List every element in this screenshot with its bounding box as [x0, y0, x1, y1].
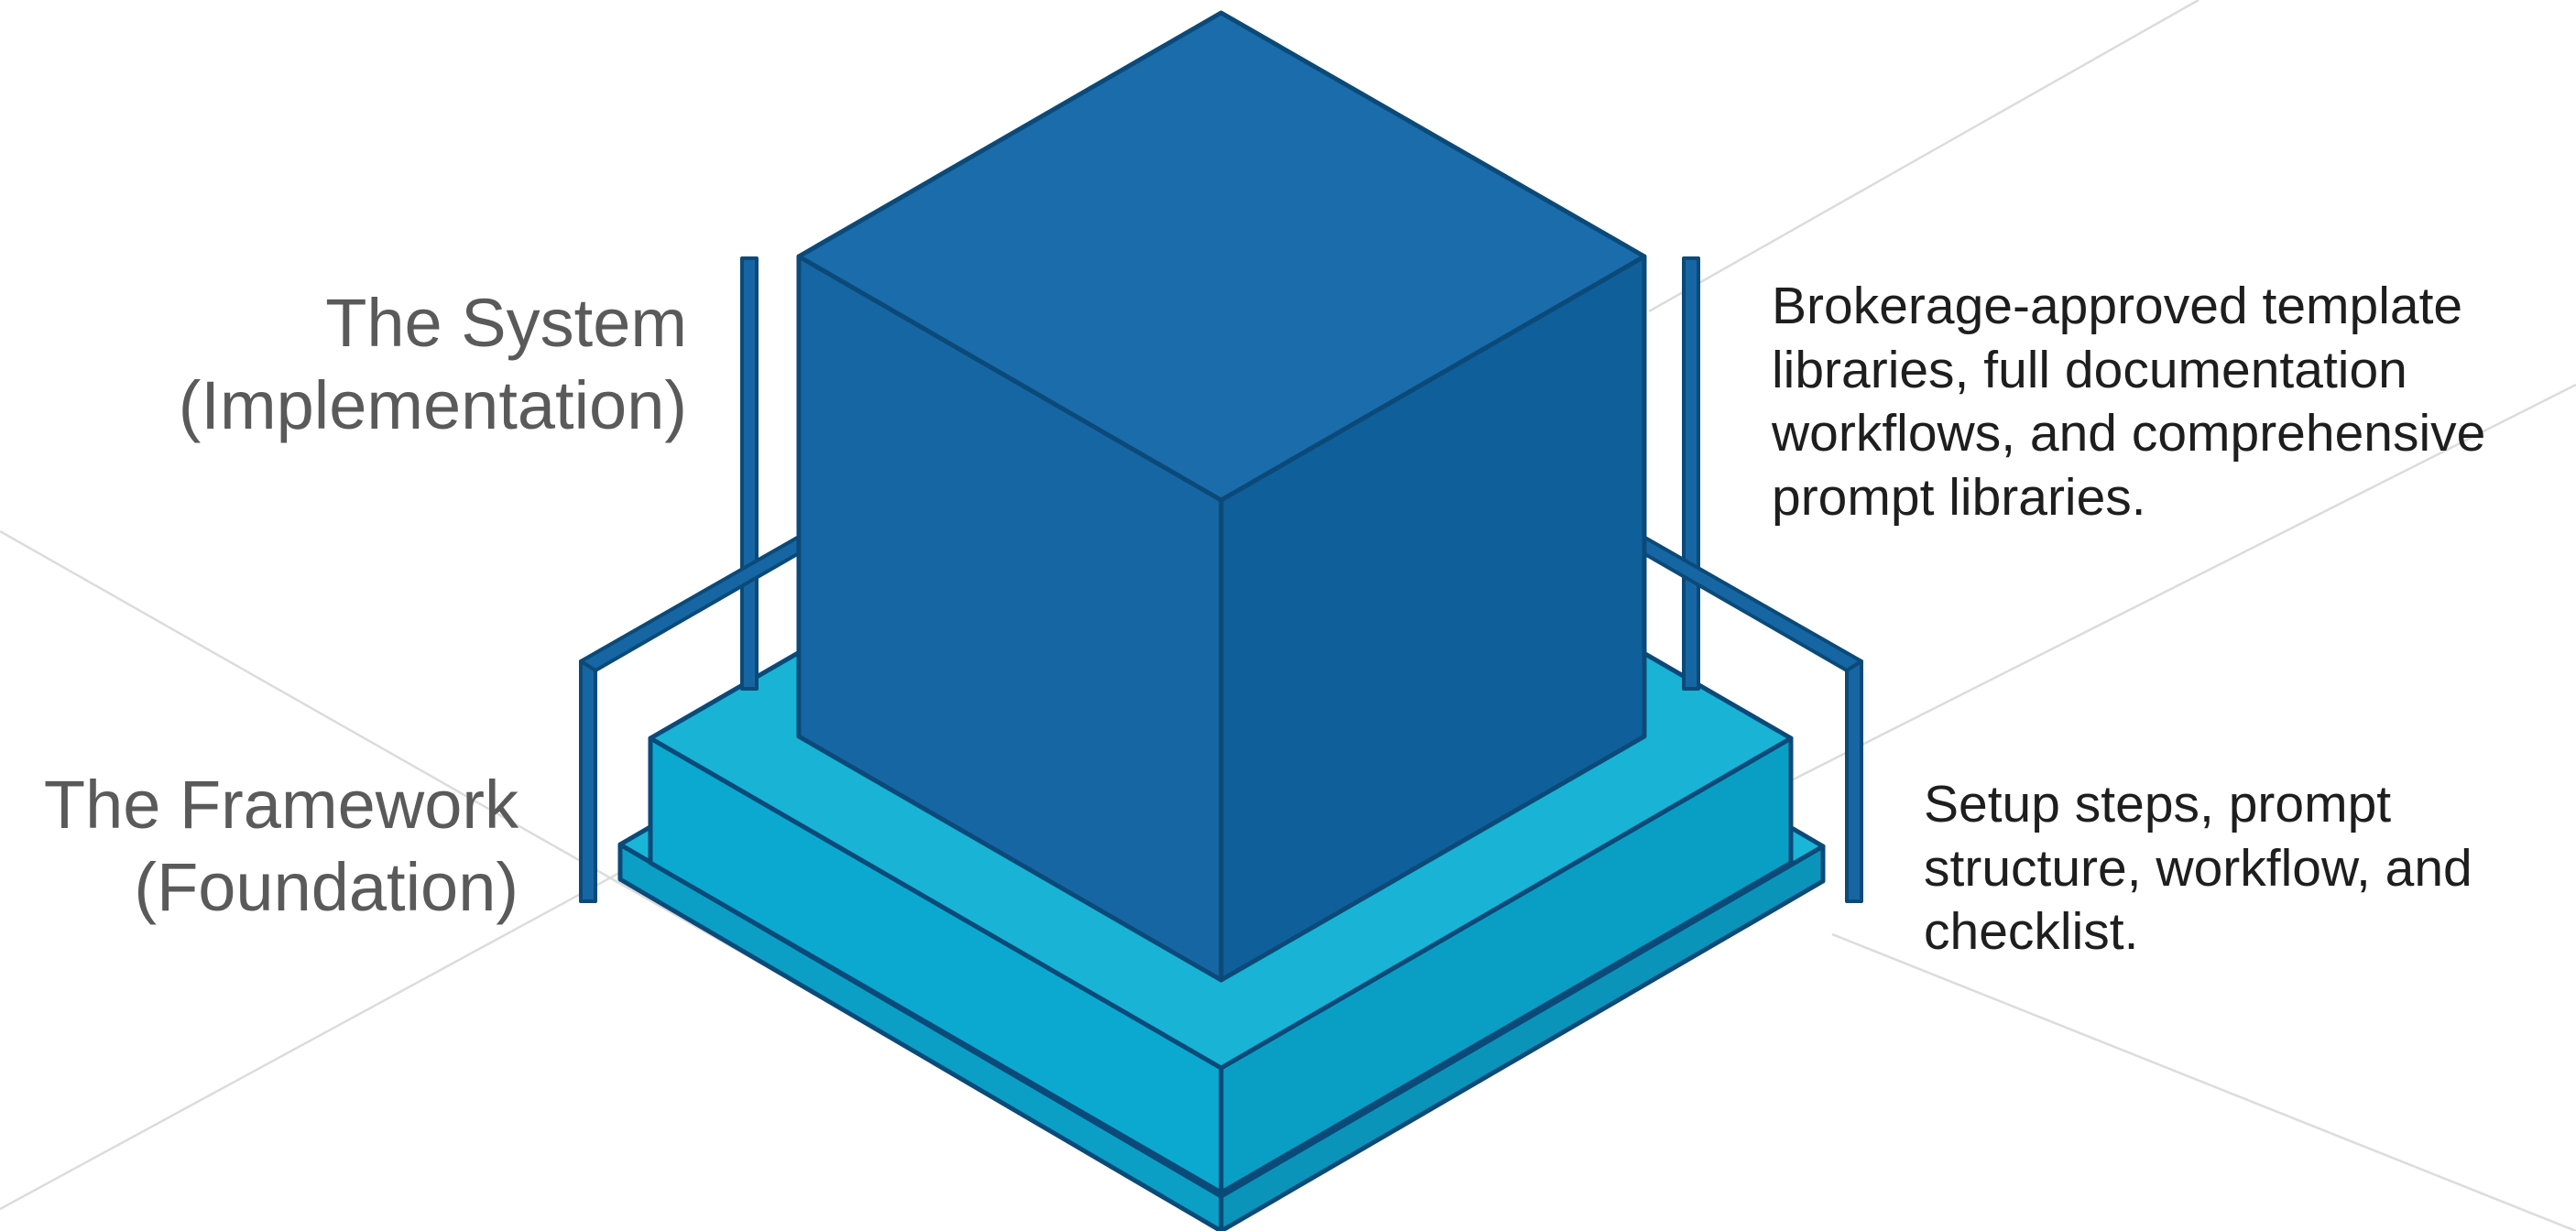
left-system-post: [740, 256, 759, 691]
system-description-line: Brokerage-approved template: [1772, 277, 2463, 335]
framework-layer-label: The Framework (Foundation): [44, 764, 518, 930]
framework-description: Setup steps, prompt structure, workflow,…: [1924, 773, 2472, 964]
system-description: Brokerage-approved template libraries, f…: [1772, 275, 2485, 529]
system-description-line: prompt libraries.: [1772, 467, 2146, 527]
framework-subtitle: (Foundation): [134, 849, 518, 926]
cube-top-face: [796, 10, 1647, 503]
framework-description-line: Setup steps, prompt: [1924, 775, 2392, 833]
system-subtitle: (Implementation): [178, 367, 687, 444]
system-description-line: workflows, and comprehensive: [1772, 404, 2486, 463]
right-system-post: [1682, 256, 1700, 691]
system-description-line: libraries, full documentation: [1772, 340, 2407, 399]
left-framework-post: [579, 659, 597, 903]
left-bracket-diagonal: [579, 535, 801, 672]
right-framework-post: [1845, 659, 1863, 903]
framework-description-line: checklist.: [1924, 902, 2139, 962]
system-cube: [796, 10, 1647, 983]
right-bracket-diagonal: [1642, 535, 1863, 672]
system-layer-label: The System (Implementation): [179, 282, 687, 448]
framework-title: The Framework: [43, 767, 518, 843]
framework-description-line: structure, workflow, and: [1924, 838, 2472, 898]
bracket-rails: [579, 256, 1863, 903]
system-title: The System: [325, 285, 687, 361]
